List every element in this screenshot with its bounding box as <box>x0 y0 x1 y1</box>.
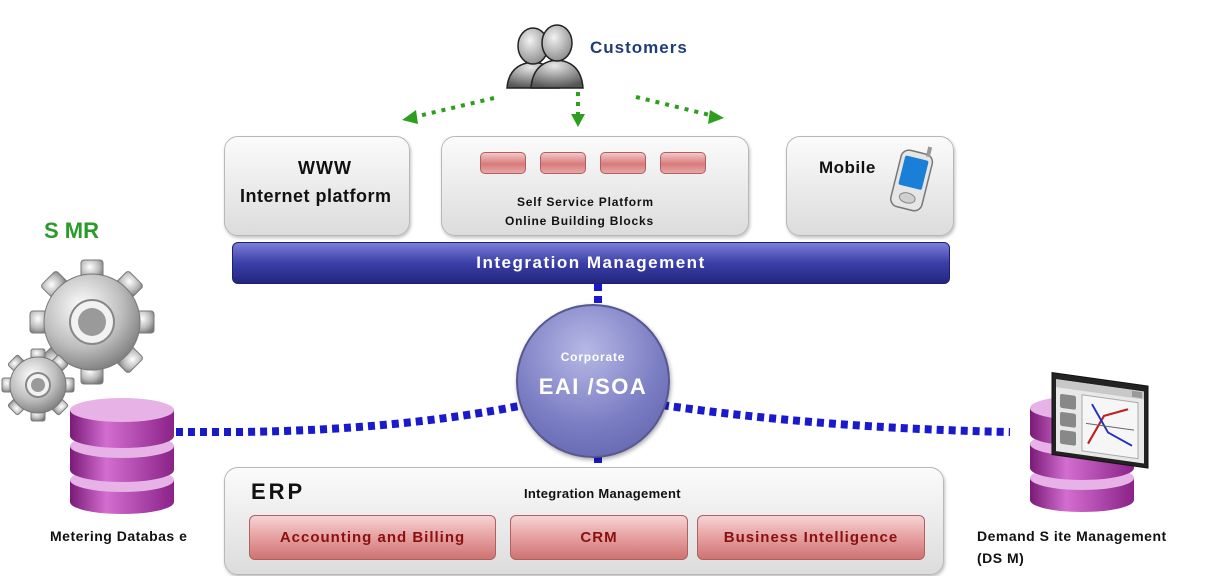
www-label: WWW <box>298 158 352 178</box>
building-block-4[interactable] <box>660 152 706 174</box>
mobile-phone-icon <box>890 146 934 212</box>
gears-icon <box>1 259 155 422</box>
dsm-label: Demand S ite Management <box>977 528 1167 544</box>
arrowhead-left <box>402 110 418 124</box>
eai-soa-label: EAI /SOA <box>538 374 648 399</box>
users-icon <box>506 24 584 89</box>
erp-integration-label: Integration Management <box>524 486 681 501</box>
integration-management-bar[interactable]: Integration Management <box>232 242 950 284</box>
building-block-3[interactable] <box>600 152 646 174</box>
building-block-2[interactable] <box>540 152 586 174</box>
customer-arrow-right <box>635 95 715 118</box>
customer-arrow-left <box>409 96 495 120</box>
arrowhead-center <box>571 114 585 127</box>
corporate-label: Corporate <box>560 350 626 364</box>
self-service-label: Self Service Platform <box>517 195 654 209</box>
map-window-icon <box>1051 371 1149 469</box>
internet-platform-label: Internet platform <box>240 186 392 206</box>
metering-database-label: Metering Databas e <box>50 528 188 544</box>
dsm-abbrev-label: (DS M) <box>977 550 1025 566</box>
building-block-1[interactable] <box>480 152 526 174</box>
business-intelligence-module[interactable]: Business Intelligence <box>697 515 925 560</box>
erp-title: ERP <box>251 479 306 504</box>
eai-soa-hub[interactable] <box>516 304 670 458</box>
connector-metering <box>176 401 525 436</box>
accounting-billing-module[interactable]: Accounting and Billing <box>249 515 496 560</box>
connector-dsm <box>661 401 1011 436</box>
customers-label: Customers <box>590 38 688 57</box>
www-panel[interactable] <box>224 136 410 236</box>
mobile-label: Mobile <box>819 158 876 177</box>
crm-module[interactable]: CRM <box>510 515 688 560</box>
smr-label: S MR <box>44 218 99 243</box>
online-building-blocks-label: Online Building Blocks <box>505 214 654 228</box>
arrowhead-right <box>708 110 724 124</box>
database-icon <box>70 398 174 514</box>
